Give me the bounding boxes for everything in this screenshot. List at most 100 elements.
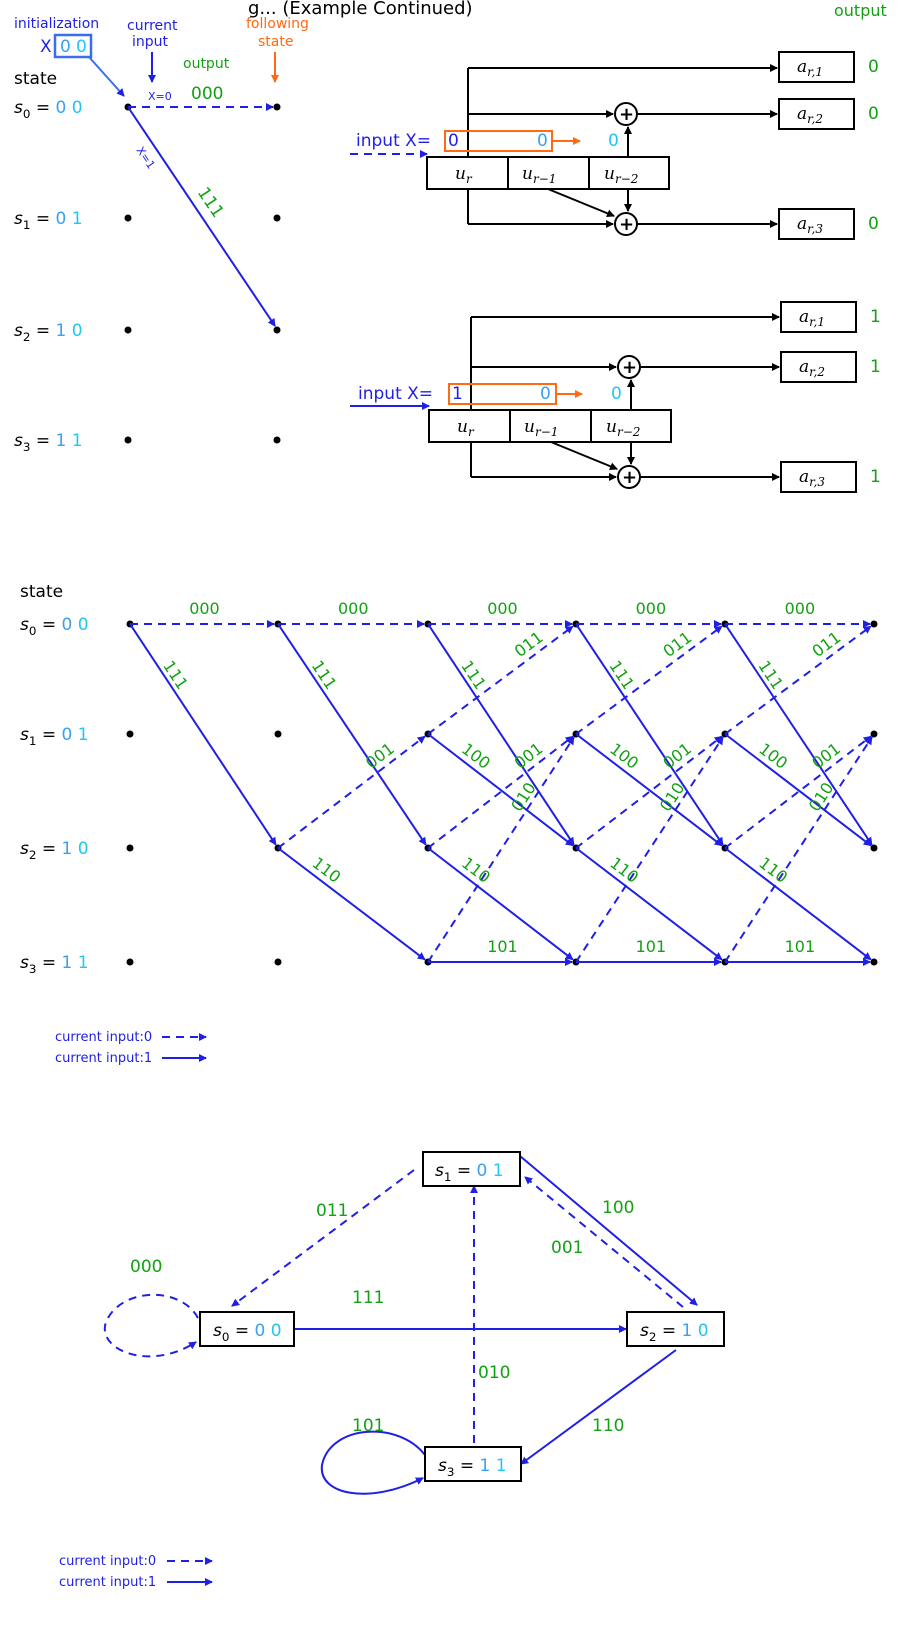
trellis-branch [724, 623, 873, 846]
enc2-input-label: input X= [358, 384, 433, 404]
state-node-label-3: s3 = 1 1 [438, 1456, 507, 1479]
initialization-label: initialization [14, 16, 99, 32]
edge-s1-s2 [519, 1155, 698, 1306]
top-out1: 111 [193, 184, 228, 222]
state-diagram [103, 1151, 725, 1495]
init-box [53, 33, 93, 59]
trellis-branch-label: 001 [362, 739, 398, 773]
legend1-input1: current input:1 [55, 1051, 152, 1066]
enc1-out3: 0 [868, 214, 879, 234]
trellis-node [870, 620, 878, 628]
edge-label-111: 111 [352, 1288, 384, 1308]
edge-label-101: 101 [352, 1416, 384, 1436]
trellis-branch [427, 623, 575, 846]
top-state-2: s2 = 1 0 [14, 321, 83, 344]
trellis-branch [575, 623, 724, 846]
edge-label-100: 100 [602, 1198, 634, 1218]
trellis-node [870, 958, 878, 966]
edge-label-011: 011 [316, 1201, 348, 1221]
trellis-branch [277, 735, 426, 849]
top-edge-x1 [127, 106, 276, 327]
edge-label-001: 001 [551, 1238, 583, 1258]
following-label: following [246, 16, 309, 32]
encoder-x1: ur ur−1 ur−2 + + ar,1 ar,2 ar,3 [350, 301, 857, 493]
trellis-node [870, 844, 878, 852]
edge-label-110: 110 [592, 1416, 624, 1436]
trellis-branch-label: 110 [309, 853, 345, 887]
trellis-branch-label: 011 [659, 628, 695, 661]
trellis-state-label: state [20, 582, 63, 602]
enc2-out3: 1 [870, 467, 881, 487]
trellis-branch [575, 625, 723, 735]
enc2-feedback-value: 0 [611, 384, 622, 404]
legend2-input1: current input:1 [59, 1575, 156, 1590]
state-node-labels: s0 = 0 0s1 = 0 1s2 = 1 0s3 = 1 1 [213, 1161, 709, 1479]
trellis-branch-label: 110 [458, 853, 494, 887]
trellis-branch [277, 847, 426, 961]
node-s3 [424, 1446, 522, 1482]
input-label: input [132, 34, 169, 50]
trellis-branch [724, 847, 872, 961]
trellis-branch-label: 101 [636, 937, 667, 956]
trellis-branch-label: 000 [487, 599, 518, 618]
top-state-0: s0 = 0 0 [14, 98, 83, 121]
trellis-branch [427, 733, 574, 847]
edge-label-010: 010 [478, 1363, 510, 1383]
enc1-shift-value: 0 [537, 131, 548, 151]
trellis-node [126, 844, 134, 852]
trellis-branch-label: 110 [606, 853, 642, 887]
enc1-out2: 0 [868, 104, 879, 124]
trellis-branch [575, 847, 723, 961]
trellis-node [274, 958, 282, 966]
trellis-node [870, 730, 878, 738]
state-node-label-0: s0 = 0 0 [213, 1321, 282, 1344]
trellis-branch-label: 011 [808, 628, 844, 661]
trellis-branch [277, 623, 427, 846]
trellis-state-1: s1 = 0 1 [20, 725, 89, 748]
enc1-out1: 0 [868, 57, 879, 77]
title-partial: g... (Example Continued) [248, 0, 473, 19]
trellis-branch [427, 735, 574, 849]
trellis-branch [724, 625, 872, 735]
top-state-1: s1 = 0 1 [14, 209, 83, 232]
trellis-branch [427, 625, 574, 735]
enc1-input-label: input X= [356, 131, 431, 151]
init-x: X [40, 37, 52, 57]
edge-s3-self [320, 1430, 426, 1495]
trellis-node [126, 958, 134, 966]
trellis-diagram [126, 620, 878, 966]
svg-text:+: + [622, 467, 637, 488]
svg-text:+: + [619, 214, 634, 235]
trellis-node [274, 730, 282, 738]
current-label: current [127, 18, 178, 34]
edge-s1-s0 [231, 1169, 415, 1307]
trellis-node [126, 730, 134, 738]
trellis-branch-label: 100 [458, 739, 494, 773]
top-x0-label: X=0 [148, 90, 172, 103]
svg-text:+: + [622, 357, 637, 378]
trellis-branch-label: 000 [338, 599, 369, 618]
trellis-branch [575, 736, 724, 963]
enc2-out1: 1 [870, 307, 881, 327]
init-bit-1: 0 [60, 37, 71, 57]
trellis-branch-label: 001 [808, 739, 844, 773]
enc2-input-value: 1 [452, 384, 463, 404]
trellis-branch [129, 623, 277, 846]
edge-s0-self [103, 1293, 199, 1358]
legend2-input0: current input:0 [59, 1554, 156, 1569]
trellis-branch-label: 001 [511, 739, 547, 773]
trellis-state-0: s0 = 0 0 [20, 615, 89, 638]
node-s2 [626, 1311, 725, 1347]
trellis-branch [575, 735, 723, 849]
init-bit-2: 0 [76, 37, 87, 57]
edge-s2-s1 [524, 1176, 684, 1308]
output-header: output [834, 1, 887, 20]
enc1-input-value: 0 [448, 131, 459, 151]
top-out0: 000 [191, 84, 223, 104]
edge-label-000: 000 [130, 1257, 162, 1277]
trellis-state-labels: s0 = 0 0s1 = 0 1s2 = 1 0s3 = 1 1 [20, 615, 89, 976]
trellis-branch [575, 733, 723, 847]
output-mid-label: output [183, 56, 230, 72]
